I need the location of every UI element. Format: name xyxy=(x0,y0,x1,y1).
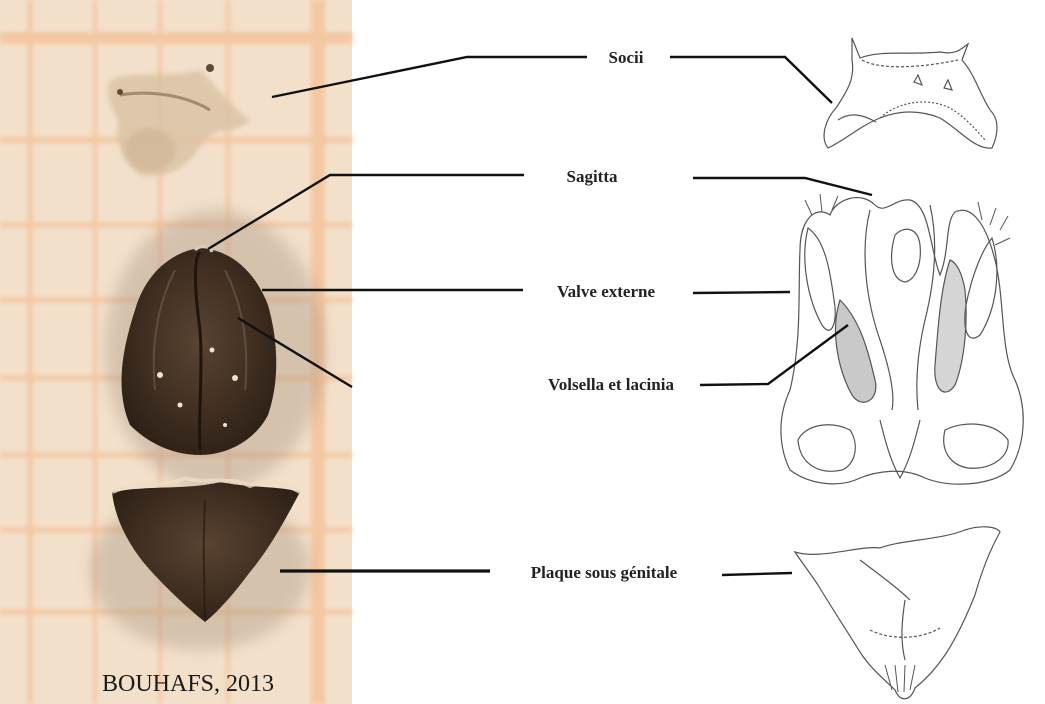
leader-sagitta-right xyxy=(693,178,872,195)
specimen-photo: BOUHAFS, 2013 xyxy=(0,0,352,704)
photo-credit: BOUHAFS, 2013 xyxy=(102,671,274,697)
leader-plaque-right xyxy=(722,573,792,575)
labels: Socii Sagitta Valve externe Volsella et … xyxy=(531,48,678,582)
line-drawings xyxy=(781,38,1023,699)
drawing-hypopygium xyxy=(781,194,1023,484)
label-volsella-lacinia: Volsella et lacinia xyxy=(548,375,674,394)
drawing-socii xyxy=(824,38,997,148)
label-plaque-sous-genitale: Plaque sous génitale xyxy=(531,563,678,582)
leader-valve-right xyxy=(693,292,790,293)
leader-socii-right xyxy=(670,57,832,103)
label-sagitta: Sagitta xyxy=(567,167,619,186)
leader-volsella-right xyxy=(700,325,848,385)
drawing-plaque xyxy=(795,527,1000,699)
label-socii: Socii xyxy=(609,48,644,67)
label-valve-externe: Valve externe xyxy=(557,282,655,301)
